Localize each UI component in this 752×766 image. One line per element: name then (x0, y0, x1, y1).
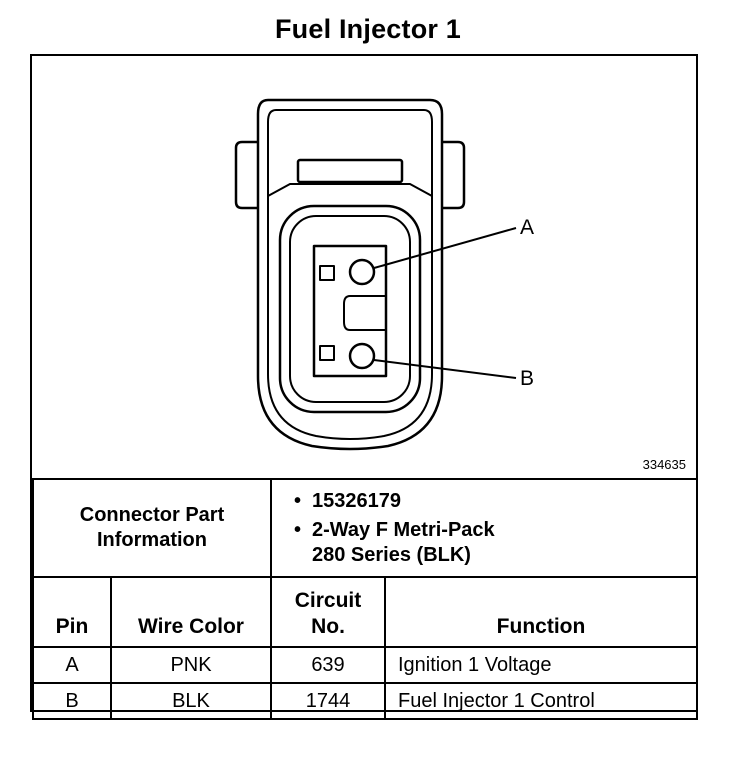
pin-b-leader (373, 359, 517, 379)
table-row: A PNK 639 Ignition 1 Voltage (32, 646, 698, 684)
connector-part-row: Connector Part Information • 15326179 • 2-… (32, 478, 698, 578)
outer-shell (256, 98, 444, 451)
connector-part-label: Connector Part Information (32, 478, 272, 578)
right-latch (442, 140, 466, 210)
row-b-circuit: 1744 (270, 682, 386, 720)
connector-part-label-line2: Information (97, 529, 207, 551)
connector-part-label-line1: Connector Part (79, 504, 225, 526)
row-b-function: Fuel Injector 1 Control (384, 682, 698, 720)
row-a-circuit: 639 (270, 646, 386, 684)
inner-shell (267, 109, 433, 440)
header-pin: Pin (32, 576, 112, 648)
pin-a-label: A (520, 216, 535, 239)
row-b-wire-color: BLK (110, 682, 272, 720)
bullet-icon: • (294, 489, 302, 512)
top-contour (267, 183, 433, 197)
terminal-square-a (319, 265, 335, 281)
seal-ring-inner (289, 215, 411, 403)
cavity-block (312, 244, 388, 378)
connector-table: Connector Part Information • 15326179 • 2-… (32, 478, 698, 720)
connector-description-line2: 280 Series (BLK) (312, 543, 471, 566)
header-row: Pin Wire Color Circuit No. Function (32, 576, 698, 648)
pin-a-circle (348, 258, 376, 286)
header-circuit: Circuit No. (270, 576, 386, 648)
pin-a-leader (373, 227, 517, 269)
connector-description-line1: 2-Way F Metri-Pack (312, 518, 495, 541)
row-a-wire-color: PNK (110, 646, 272, 684)
bullet-icon: • (294, 518, 302, 541)
header-circuit-line1: Circuit (294, 589, 362, 612)
part-number: 15326179 (312, 489, 401, 512)
row-a-function: Ignition 1 Voltage (384, 646, 698, 684)
header-function: Function (384, 576, 698, 648)
page-title: Fuel Injector 1 (274, 14, 462, 44)
diagram-frame: A B 334635 Connector Part Information • 1… (30, 54, 698, 720)
seal-ring (278, 204, 422, 414)
figure-id: 334635 (642, 457, 686, 472)
terminal-square-b (319, 345, 335, 361)
key-notch (343, 295, 386, 331)
left-latch (234, 140, 258, 210)
header-wire-color: Wire Color (110, 576, 272, 648)
pin-b-label: B (520, 367, 535, 390)
lock-tab (296, 158, 404, 184)
connector-face-drawing (234, 98, 517, 451)
table-row: B BLK 1744 Fuel Injector 1 Control (32, 682, 698, 720)
connector-part-details: • 15326179 • 2-Way F Metri-Pack 280 Series… (270, 478, 698, 578)
row-a-pin: A (32, 646, 112, 684)
row-b-pin: B (32, 682, 112, 720)
header-circuit-line2: No. (311, 615, 345, 638)
pin-b-circle (348, 342, 376, 370)
connector-diagram: A B 334635 (32, 56, 696, 478)
